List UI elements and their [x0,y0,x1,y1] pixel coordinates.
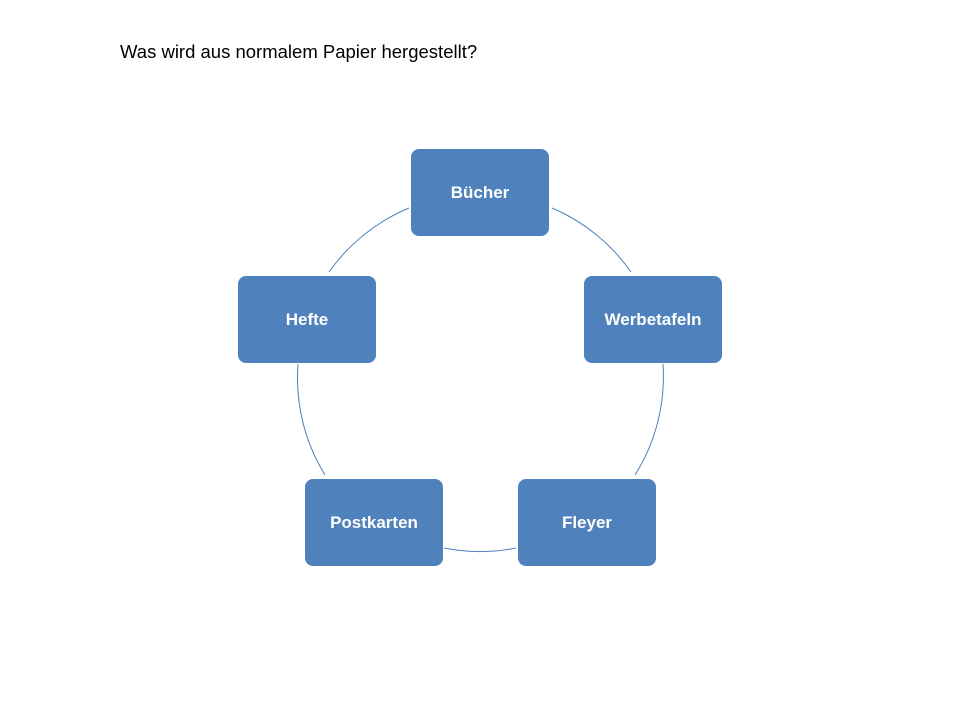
node-fleyer-label: Fleyer [561,512,613,532]
node-buecher: Bücher [411,149,549,236]
connector-hefte-buecher [328,207,410,273]
node-werbetafeln-label: Werbetafeln [604,309,702,329]
node-hefte: Hefte [238,276,376,363]
node-buecher-label: Bücher [450,182,510,202]
connector-werbetafeln-fleyer [634,363,664,476]
connector-postkarten-hefte [297,363,326,476]
node-hefte-label: Hefte [285,309,329,329]
node-postkarten-label: Postkarten [330,512,418,532]
connector-buecher-werbetafeln [551,207,632,273]
node-fleyer: Fleyer [518,479,656,566]
node-postkarten: Postkarten [305,479,443,566]
connector-fleyer-postkarten [443,547,517,552]
question-text: Was wird aus normalem Papier hergestellt… [120,41,478,62]
node-werbetafeln: Werbetafeln [584,276,722,363]
